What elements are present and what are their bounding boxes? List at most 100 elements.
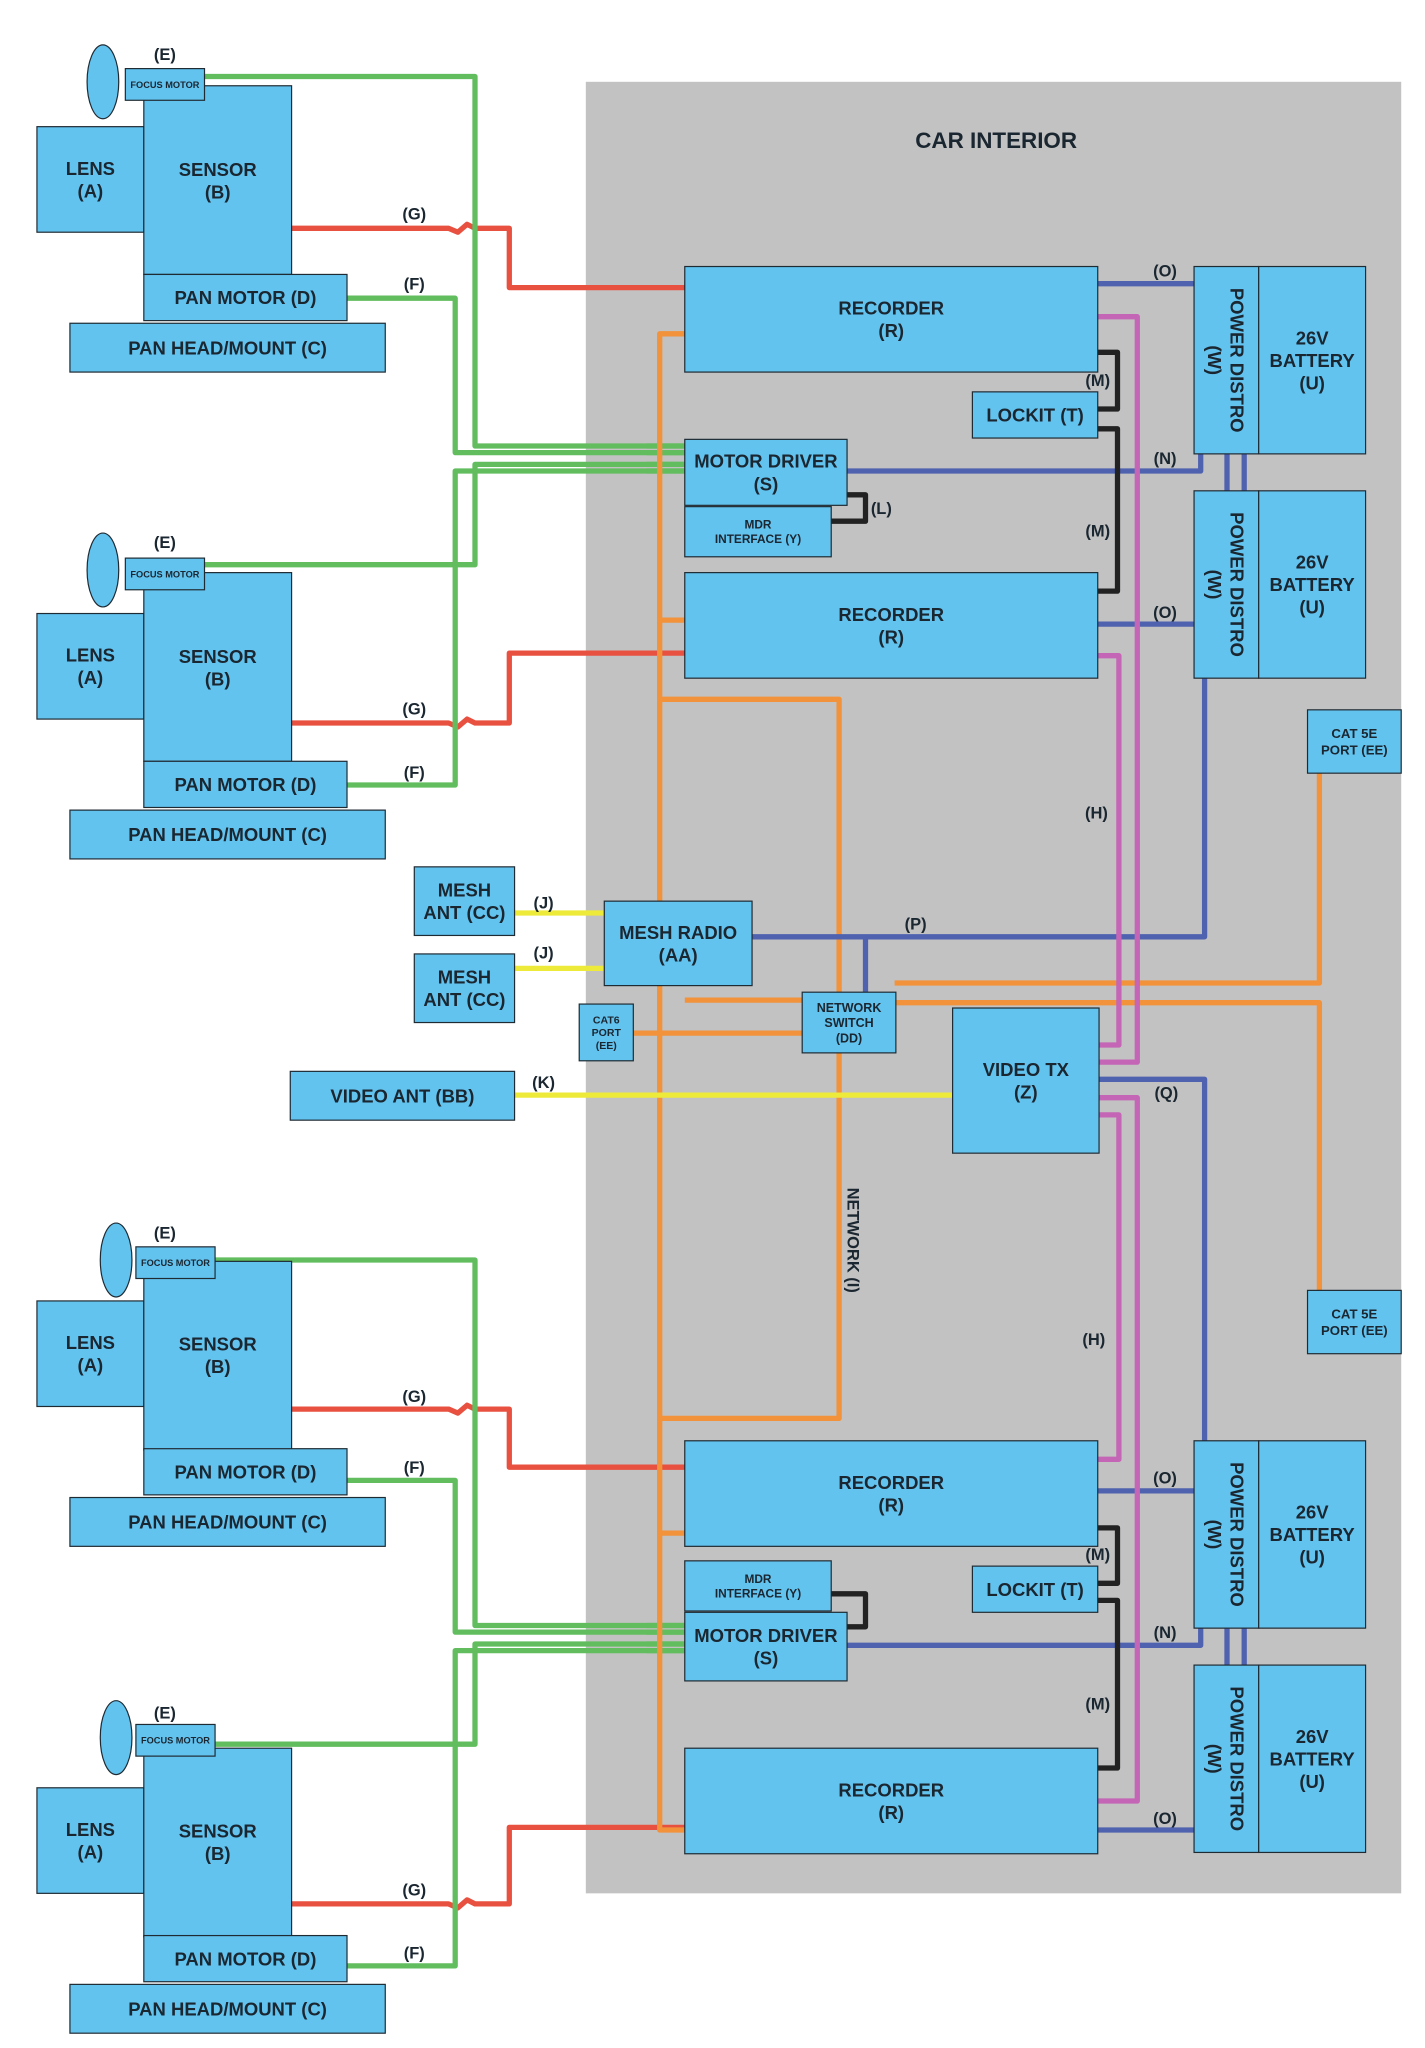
camera-4-focus-motor-cap [99, 1700, 133, 1776]
battery-3-label-line-1: 26V [1296, 1502, 1330, 1523]
camera-2-sensor-label-line-1: SENSOR [179, 646, 257, 667]
power-n-1 [847, 453, 1204, 474]
motor-cable-7 [204, 1641, 685, 1747]
cat5e-port-1-label-line-2: PORT (EE) [1321, 742, 1388, 757]
battery-4-label-line-2: BATTERY [1270, 1748, 1356, 1769]
video-cable-g-4 [291, 1824, 685, 1911]
motor-driver-1-label-line-1: MOTOR DRIVER [694, 451, 837, 472]
cat6-port-label-line-3: (EE) [596, 1040, 617, 1052]
wire-label-j-26: (J) [534, 894, 554, 912]
l-cable-1 [831, 492, 869, 524]
mesh-antenna-1 [413, 866, 516, 937]
battery-3-label-line-3: (U) [1299, 1547, 1325, 1568]
wire-label-k-28: (K) [532, 1074, 555, 1092]
power-distro-3 [1193, 1440, 1260, 1629]
h-cable-2 [1097, 653, 1122, 1048]
power-distro-4 [1193, 1664, 1260, 1854]
battery-2 [1258, 490, 1367, 679]
mesh-radio-label-line-1: MESH RADIO [619, 922, 737, 943]
power-distro-2-label-line-1: POWER DISTRO [1226, 512, 1247, 657]
camera-4-lens-label-line-1: LENS [66, 1819, 115, 1840]
camera-1-pan-head [69, 322, 386, 373]
wire-label-g-8: (G) [402, 1881, 426, 1899]
camera-1-pan-motor [143, 273, 348, 322]
wire-label-e-4: (E) [154, 1705, 176, 1723]
camera-2-focus-motor [124, 557, 206, 591]
mdr-interface-1-label-line-2: INTERFACE (Y) [715, 532, 801, 546]
recorder-3-label-line-1: RECORDER [838, 1472, 944, 1493]
camera-3-lens-label-line-2: (A) [78, 1355, 104, 1376]
network-loop-i [659, 696, 842, 1422]
wire-label-n-22: (N) [1154, 1624, 1177, 1642]
wire-label-g-7: (G) [402, 1388, 426, 1406]
camera-2-pan-head-label: PAN HEAD/MOUNT (C) [128, 824, 327, 845]
cat6-port [578, 1003, 634, 1062]
power-distro-1 [1193, 265, 1260, 455]
camera-2-pan-motor-label: PAN MOTOR (D) [174, 774, 316, 795]
camera-1-sensor-label-line-1: SENSOR [179, 159, 257, 180]
wire-label-f-10: (F) [404, 764, 425, 782]
mesh-radio [603, 900, 753, 987]
mesh-radio-label-line-2: (AA) [659, 944, 698, 965]
wire-label-o-16: (O) [1153, 1810, 1177, 1828]
wire-label-f-11: (F) [404, 1459, 425, 1477]
battery-2-label-line-3: (U) [1299, 597, 1325, 618]
m-cable-1 [1097, 349, 1121, 412]
wire-label-o-14: (O) [1153, 604, 1177, 622]
battery-4-label-line-3: (U) [1299, 1771, 1325, 1792]
motor-driver-1 [684, 438, 848, 506]
motor-cable-4 [347, 468, 685, 788]
camera-4-sensor-label-line-1: SENSOR [179, 1820, 257, 1841]
video-cable-g-2 [291, 650, 685, 730]
camera-4-sensor-label-line-2: (B) [205, 1843, 231, 1864]
motor-driver-2-label-line-2: (S) [754, 1648, 779, 1669]
network-cat5e-bottom [894, 1000, 1323, 1291]
wire-label-m-20: (M) [1085, 1695, 1110, 1713]
video-cable-g-3 [291, 1402, 685, 1470]
motor-cable-3 [204, 461, 685, 568]
m-cable-2 [1097, 426, 1121, 594]
camera-3-pan-motor-label: PAN MOTOR (D) [174, 1461, 316, 1482]
power-distro-2-label-line-2: (W) [1204, 570, 1225, 600]
mdr-interface-2-label-line-1: MDR [744, 1572, 771, 1586]
wire-label-e-3: (E) [154, 1224, 176, 1242]
camera-3-sensor-label-line-2: (B) [205, 1356, 231, 1377]
mdr-interface-1 [684, 506, 832, 558]
battery-2-label-line-1: 26V [1296, 552, 1330, 573]
recorder-4 [684, 1747, 1099, 1855]
cat6-port-label-line-1: CAT6 [593, 1014, 620, 1026]
power-distro-1-label-line-1: POWER DISTRO [1226, 288, 1247, 433]
video-tx-label-line-1: VIDEO TX [983, 1059, 1070, 1080]
battery-3 [1258, 1440, 1367, 1629]
camera-3-pan-head-label: PAN HEAD/MOUNT (C) [128, 1512, 327, 1533]
mesh-antenna-1-label-line-1: MESH [438, 880, 491, 901]
video-cable-g-1 [291, 221, 685, 291]
video-tx [952, 1007, 1100, 1154]
wire-label-h-24: (H) [1085, 805, 1108, 823]
wire-label-l-23: (L) [871, 500, 892, 518]
camera-3-sensor-label-line-1: SENSOR [179, 1333, 257, 1354]
wire-label-j-27: (J) [534, 945, 554, 963]
motor-driver-2 [684, 1611, 848, 1682]
motor-cable-6 [347, 1477, 685, 1635]
mesh-antenna-2 [413, 953, 516, 1024]
lockit-1-label: LOCKIT (T) [986, 405, 1083, 426]
l-cable-2 [831, 1591, 869, 1630]
mesh-antenna-2-label-line-1: MESH [438, 967, 491, 988]
motor-cable-8 [347, 1647, 685, 1969]
wire-label-m-19: (M) [1085, 1546, 1110, 1564]
wire-label-e-1: (E) [154, 46, 176, 64]
h-cable-1 [1097, 314, 1140, 1065]
mesh-antenna-2-label-line-2: ANT (CC) [423, 989, 505, 1010]
network-switch-label-line-1: NETWORK [817, 1001, 882, 1015]
camera-1-pan-motor-label: PAN MOTOR (D) [174, 287, 316, 308]
camera-4-pan-head-label: PAN HEAD/MOUNT (C) [128, 1998, 327, 2019]
camera-2-focus-motor-label: FOCUS MOTOR [130, 569, 199, 579]
camera-4-sensor [143, 1747, 293, 1938]
camera-1-focus-motor-cap [86, 44, 120, 120]
camera-4-focus-motor [135, 1723, 216, 1757]
battery-1-label-line-2: BATTERY [1270, 350, 1356, 371]
wire-label-p-29: (P) [905, 916, 927, 934]
wire-label-m-18: (M) [1085, 522, 1110, 540]
camera-3-focus-motor-cap [99, 1222, 133, 1298]
